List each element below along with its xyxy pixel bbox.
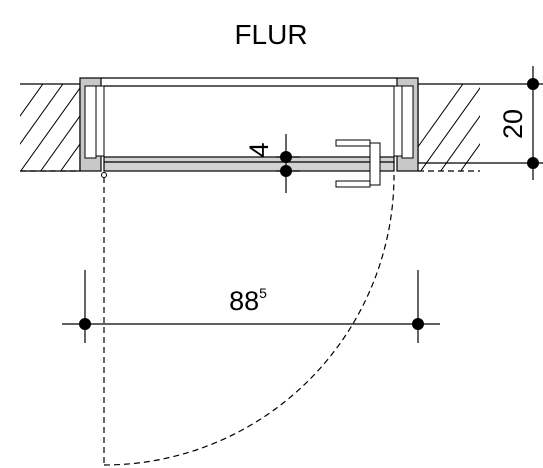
right-door-frame <box>393 77 419 172</box>
right-wall-hatch <box>418 84 480 171</box>
wall-thickness-dimension: 20 <box>480 66 543 180</box>
room-label: FLUR <box>234 19 307 50</box>
clear-width-label: 885 <box>229 285 267 316</box>
door-handle-icon <box>335 139 381 188</box>
left-wall-hatch <box>20 84 80 171</box>
wall-thickness-label: 20 <box>498 109 528 139</box>
leaf-thickness-dimension: 4 <box>244 134 300 193</box>
clear-width-dimension: 885 <box>62 270 440 343</box>
door-leaf <box>103 156 395 172</box>
left-wall <box>20 83 81 172</box>
leaf-thickness-label: 4 <box>244 142 274 157</box>
hinge-pivot <box>101 172 107 178</box>
clear-width-value: 88 <box>229 286 259 316</box>
left-door-frame <box>79 77 105 172</box>
clear-width-superscript: 5 <box>259 285 267 301</box>
